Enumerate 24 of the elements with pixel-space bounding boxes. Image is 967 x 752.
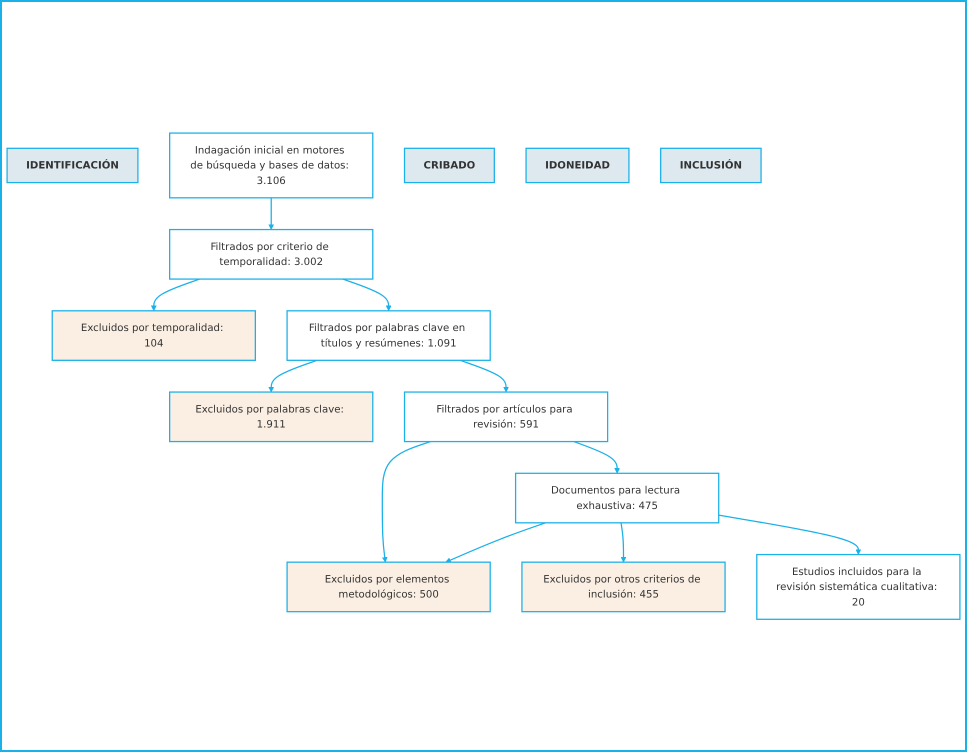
arrow: [268, 360, 318, 392]
arrow: [718, 514, 862, 555]
arrow: [620, 522, 626, 562]
node-box: Filtrados por criterio de temporalidad: 3.002: [169, 228, 374, 280]
node-box: Filtrados por artículos para revisión: 591: [404, 391, 608, 442]
arrow: [268, 198, 274, 230]
node-box: Excluidos por elementos metodológicos: 500: [286, 561, 491, 612]
arrow: [382, 440, 431, 562]
node-box: Estudios incluidos para la revisión sistemática cualitativa: 20: [756, 554, 961, 620]
arrow: [445, 522, 546, 563]
node-box: Excluidos por palabras clave: 1.911: [169, 391, 374, 442]
arrow: [151, 278, 200, 311]
node-box: CRIBADO: [404, 148, 495, 184]
node-box: Documentos para lectura exhaustiva: 475: [514, 472, 720, 524]
arrow: [574, 440, 620, 474]
node-box: Indagación inicial en motores de búsqueda y bases de datos: 3.106: [169, 132, 374, 198]
node-box: Filtrados por palabras clave en títulos y resúmenes: 1.091: [286, 310, 491, 361]
node-box: IDENTIFICACIÓN: [6, 148, 139, 184]
node-box: Excluidos por temporalidad: 104: [52, 310, 256, 361]
arrow: [342, 278, 392, 311]
arrow: [460, 360, 509, 392]
node-box: IDONEIDAD: [525, 148, 630, 184]
node-box: INCLUSIÓN: [660, 148, 762, 184]
node-box: Excluidos por otros criterios de inclusión: 455: [521, 561, 726, 612]
